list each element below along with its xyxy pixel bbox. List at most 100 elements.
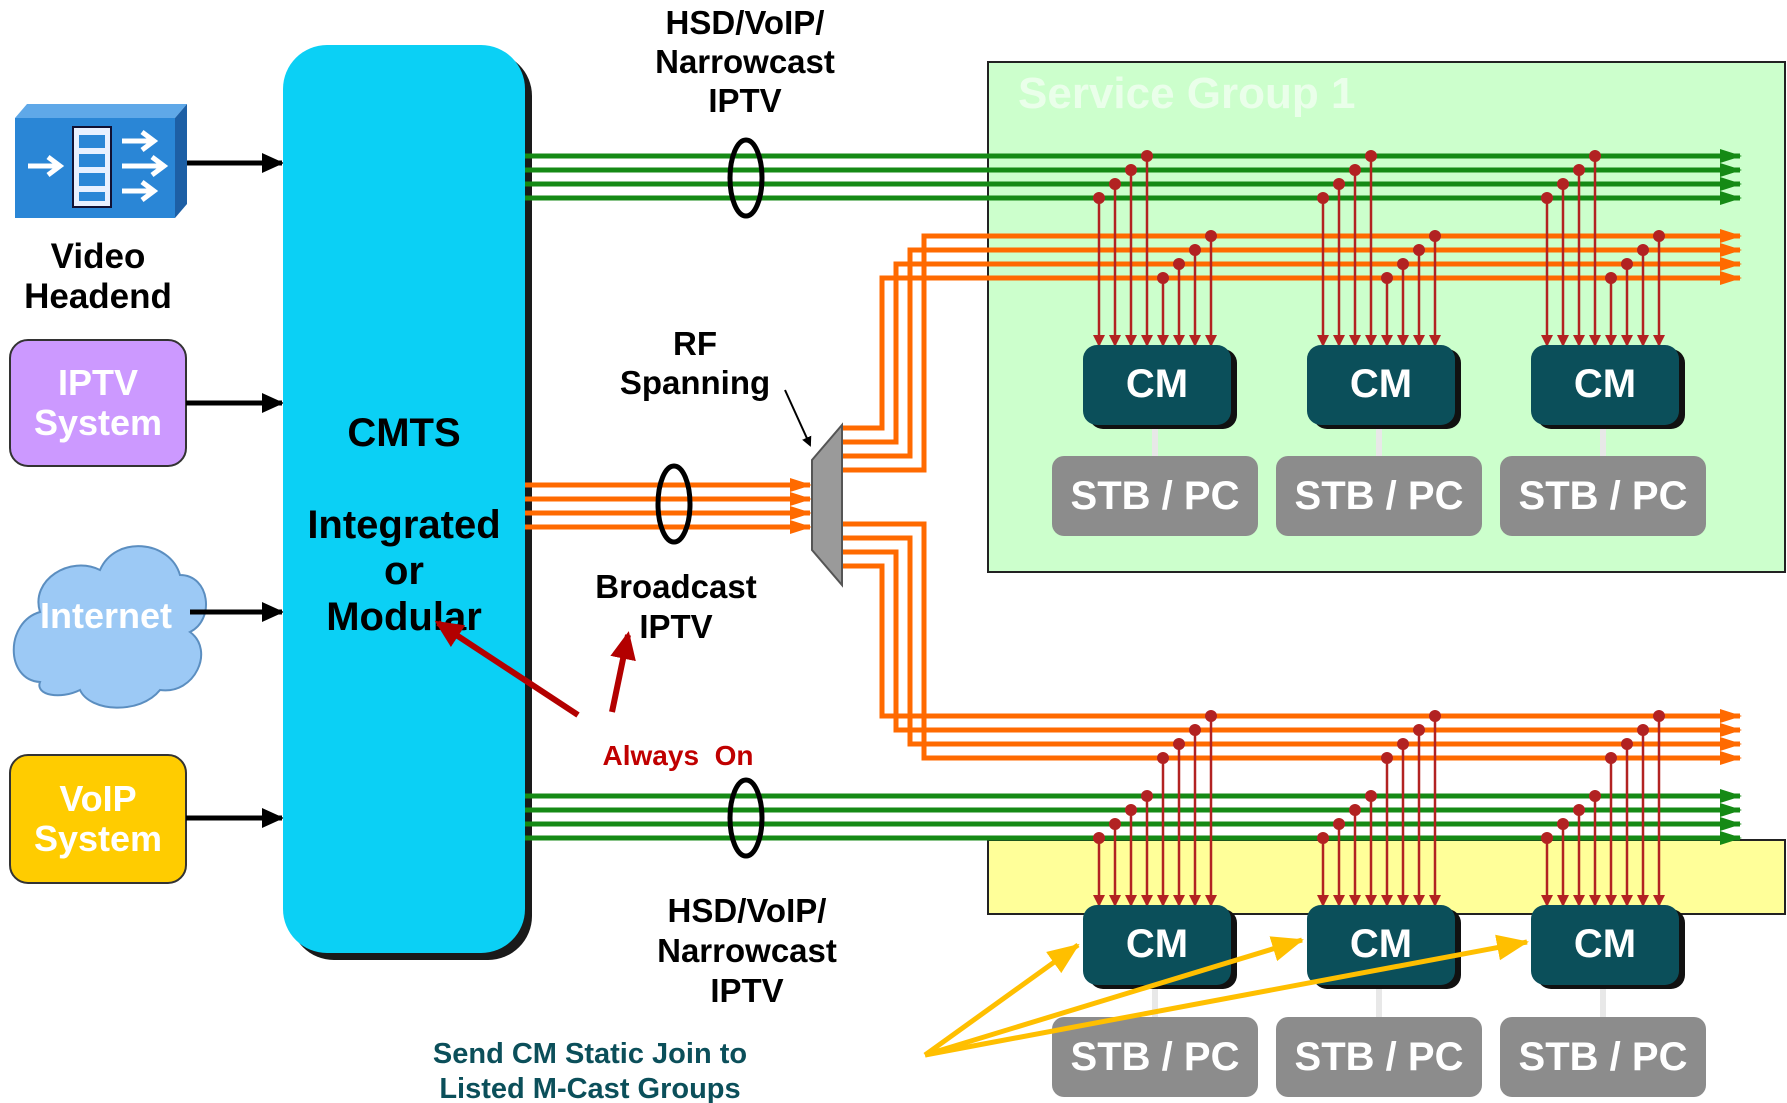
cm-box (1531, 345, 1679, 425)
span-upper-line (842, 257, 1742, 445)
sg1-tap-dot (1333, 178, 1345, 190)
voip-system-label-2: System (34, 818, 162, 859)
sg1-tap-dot (1205, 230, 1217, 242)
channel-bundles (525, 149, 1742, 845)
bottom-channel-label-2: Narrowcast (657, 932, 837, 969)
sg2-tap-dot (1109, 818, 1121, 830)
sg2-tap-dot (1589, 790, 1601, 802)
sg1-tap-dot (1381, 272, 1393, 284)
sg2-tap-dot (1605, 752, 1617, 764)
sg1-tap-dot (1141, 150, 1153, 162)
bottom-channel-label-3: IPTV (710, 972, 783, 1009)
sg2-tap-dot (1381, 752, 1393, 764)
stb-pc-label: STB / PC (1295, 474, 1464, 518)
stb-pc-box (1276, 456, 1482, 536)
bottom-bundle-ellipse (727, 777, 765, 859)
video-headend-icon (15, 104, 187, 218)
sg1-tap-dot (1349, 164, 1361, 176)
sg2-tap-dot (1653, 710, 1665, 722)
sg1-tap-dot (1093, 192, 1105, 204)
sg2-tap-dot (1541, 832, 1553, 844)
rf-spanning-label-1: RF (673, 325, 717, 362)
sg1-tap-dot (1541, 192, 1553, 204)
cmts-line-2: or (384, 549, 424, 593)
sg1-tap-dot (1365, 150, 1377, 162)
always-on-label: Always On (603, 740, 754, 771)
sg2-tap-dot (1349, 804, 1361, 816)
sg2-tap-dot (1621, 738, 1633, 750)
sg1-tap-dot (1637, 244, 1649, 256)
static-join-arrows (923, 934, 1529, 1058)
stb-pc-box (1052, 1017, 1258, 1097)
cm-label: CM (1350, 362, 1412, 406)
iptv-system-label-2: System (34, 402, 162, 443)
sg2-tap-dot (1557, 818, 1569, 830)
stb-pc-box (1500, 1017, 1706, 1097)
top-channel-label-1: HSD/VoIP/ (666, 4, 825, 41)
internet-cloud-icon (12, 545, 207, 709)
span-lower-line (842, 549, 1742, 737)
stb-pc-label: STB / PC (1295, 1035, 1464, 1079)
sg1-tap-dot (1605, 272, 1617, 284)
annotation-line-1: Send CM Static Join to (433, 1038, 747, 1070)
sg2-tap-dot (1637, 724, 1649, 736)
sg2-tap-dot (1173, 738, 1185, 750)
sg1-tap-dot (1109, 178, 1121, 190)
sg2-tap-dot (1189, 724, 1201, 736)
voip-system-label-1: VoIP (59, 778, 136, 819)
span-lower-line (842, 535, 1742, 751)
top-bundle-ellipse (727, 137, 765, 219)
always-on-arrow-broadcast (609, 631, 636, 713)
static-join-arrow (924, 936, 1304, 1058)
cm-label: CM (1574, 362, 1636, 406)
broadcast-label-1: Broadcast (595, 568, 756, 605)
video-headend-label-1: Video (51, 237, 146, 276)
cmts-line-3: Modular (326, 595, 482, 639)
span-upper-line (842, 271, 1742, 431)
cm-label: CM (1126, 922, 1188, 966)
sg1-tap-dot (1189, 244, 1201, 256)
sg2-tap-dot (1413, 724, 1425, 736)
cmts-line-1: Integrated (307, 503, 500, 547)
sg2-tap-dot (1093, 832, 1105, 844)
stb-pc-label: STB / PC (1071, 474, 1240, 518)
sg1-tap-dot (1173, 258, 1185, 270)
cm-box (1083, 905, 1231, 985)
top-channel-label-3: IPTV (708, 82, 781, 119)
sg2-tap-dot (1429, 710, 1441, 722)
stb-pc-label: STB / PC (1519, 1035, 1688, 1079)
broadcast-bundle-ellipse (655, 463, 693, 545)
sg2-tap-dot (1333, 818, 1345, 830)
static-join-arrow (923, 942, 1080, 1058)
sg1-tap-dot (1589, 150, 1601, 162)
span-lower-line (842, 563, 1742, 723)
sg2-tap-dot (1205, 710, 1217, 722)
sg2-tap-dot (1157, 752, 1169, 764)
cm-taps (1093, 150, 1665, 907)
annotation-line-2: Listed M-Cast Groups (439, 1073, 740, 1103)
stb-pc-label: STB / PC (1071, 1035, 1240, 1079)
video-headend-label-2: Headend (24, 277, 172, 316)
span-upper-line (842, 229, 1742, 473)
sg1-tap-dot (1557, 178, 1569, 190)
span-upper-line (842, 243, 1742, 459)
sg1-tap-dot (1429, 230, 1441, 242)
stb-pc-label: STB / PC (1519, 474, 1688, 518)
sg2-tap-dot (1365, 790, 1377, 802)
devices: CM STB / PC CM STB / PC CM STB / PC CM STB / PC… (1052, 345, 1706, 1097)
sg1-tap-dot (1317, 192, 1329, 204)
top-channel-label-2: Narrowcast (655, 43, 835, 80)
sg1-tap-dot (1397, 258, 1409, 270)
cm-label: CM (1350, 922, 1412, 966)
span-lower-line (842, 521, 1742, 765)
iptv-system-label-1: IPTV (58, 362, 138, 403)
stb-pc-box (1276, 1017, 1482, 1097)
sg2-tap-dot (1397, 738, 1409, 750)
cmts-box (283, 45, 525, 953)
sg2-tap-dot (1141, 790, 1153, 802)
bottom-channel-label-1: HSD/VoIP/ (668, 892, 827, 929)
sg1-tap-dot (1413, 244, 1425, 256)
sg1-tap-dot (1157, 272, 1169, 284)
internet-label: Internet (40, 595, 172, 636)
cmts-title: CMTS (347, 411, 460, 455)
